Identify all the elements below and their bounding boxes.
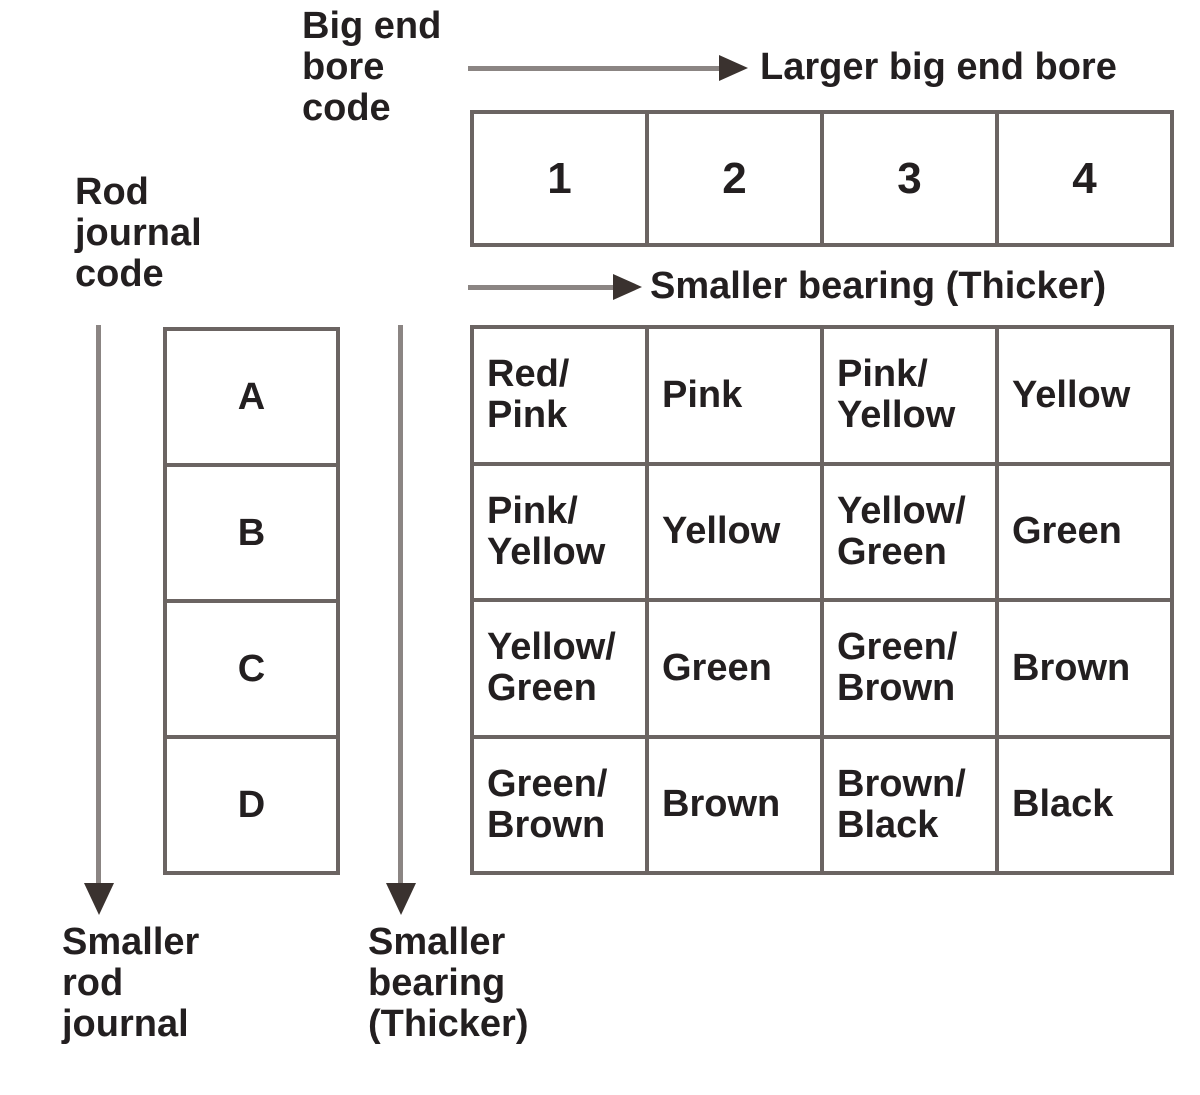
arrow-down-icon [386,883,416,915]
bore-code-cell-3: 3 [822,112,997,245]
rod-journal-code-label: Rod journal code [75,171,202,295]
arrow-shaft [468,66,720,71]
journal-code-cell-b: B [165,465,338,601]
journal-code-column: A B C D [163,327,340,875]
bearing-color-cell-a3: Pink/ Yellow [822,327,997,464]
bearing-color-cell-c4: Brown [997,600,1172,737]
bearing-color-matrix: Red/ Pink Pink Pink/ Yellow Yellow Pink/… [470,325,1174,875]
journal-code-cell-a: A [165,329,338,465]
arrow-right-icon [613,274,642,300]
bearing-color-cell-b4: Green [997,463,1172,600]
bore-code-cell-1: 1 [472,112,647,245]
bearing-color-cell-b3: Yellow/ Green [822,463,997,600]
bearing-color-cell-d1: Green/ Brown [472,736,647,873]
bearing-color-cell-c1: Yellow/ Green [472,600,647,737]
bearing-color-cell-d4: Black [997,736,1172,873]
journal-code-cell-d: D [165,737,338,873]
bearing-color-cell-b2: Yellow [647,463,822,600]
arrow-shaft [398,325,403,885]
bearing-color-cell-b1: Pink/ Yellow [472,463,647,600]
smaller-rod-journal-label: Smaller rod journal [62,921,200,1045]
bearing-color-cell-a4: Yellow [997,327,1172,464]
journal-code-cell-c: C [165,601,338,737]
bearing-color-cell-c3: Green/ Brown [822,600,997,737]
bore-code-header-row: 1 2 3 4 [470,110,1174,247]
arrow-down-icon [84,883,114,915]
smaller-bearing-bottom-label: Smaller bearing (Thicker) [368,921,529,1045]
bore-code-cell-2: 2 [647,112,822,245]
bore-code-cell-4: 4 [997,112,1172,245]
arrow-shaft [468,285,614,290]
larger-big-end-bore-label: Larger big end bore [760,46,1117,88]
bearing-color-cell-d2: Brown [647,736,822,873]
big-end-bore-code-label: Big end bore code [302,5,442,129]
bearing-color-cell-a1: Red/ Pink [472,327,647,464]
bearing-color-cell-c2: Green [647,600,822,737]
arrow-shaft [96,325,101,885]
bearing-color-cell-d3: Brown/ Black [822,736,997,873]
smaller-bearing-top-label: Smaller bearing (Thicker) [650,265,1107,307]
bearing-color-cell-a2: Pink [647,327,822,464]
arrow-right-icon [719,55,748,81]
